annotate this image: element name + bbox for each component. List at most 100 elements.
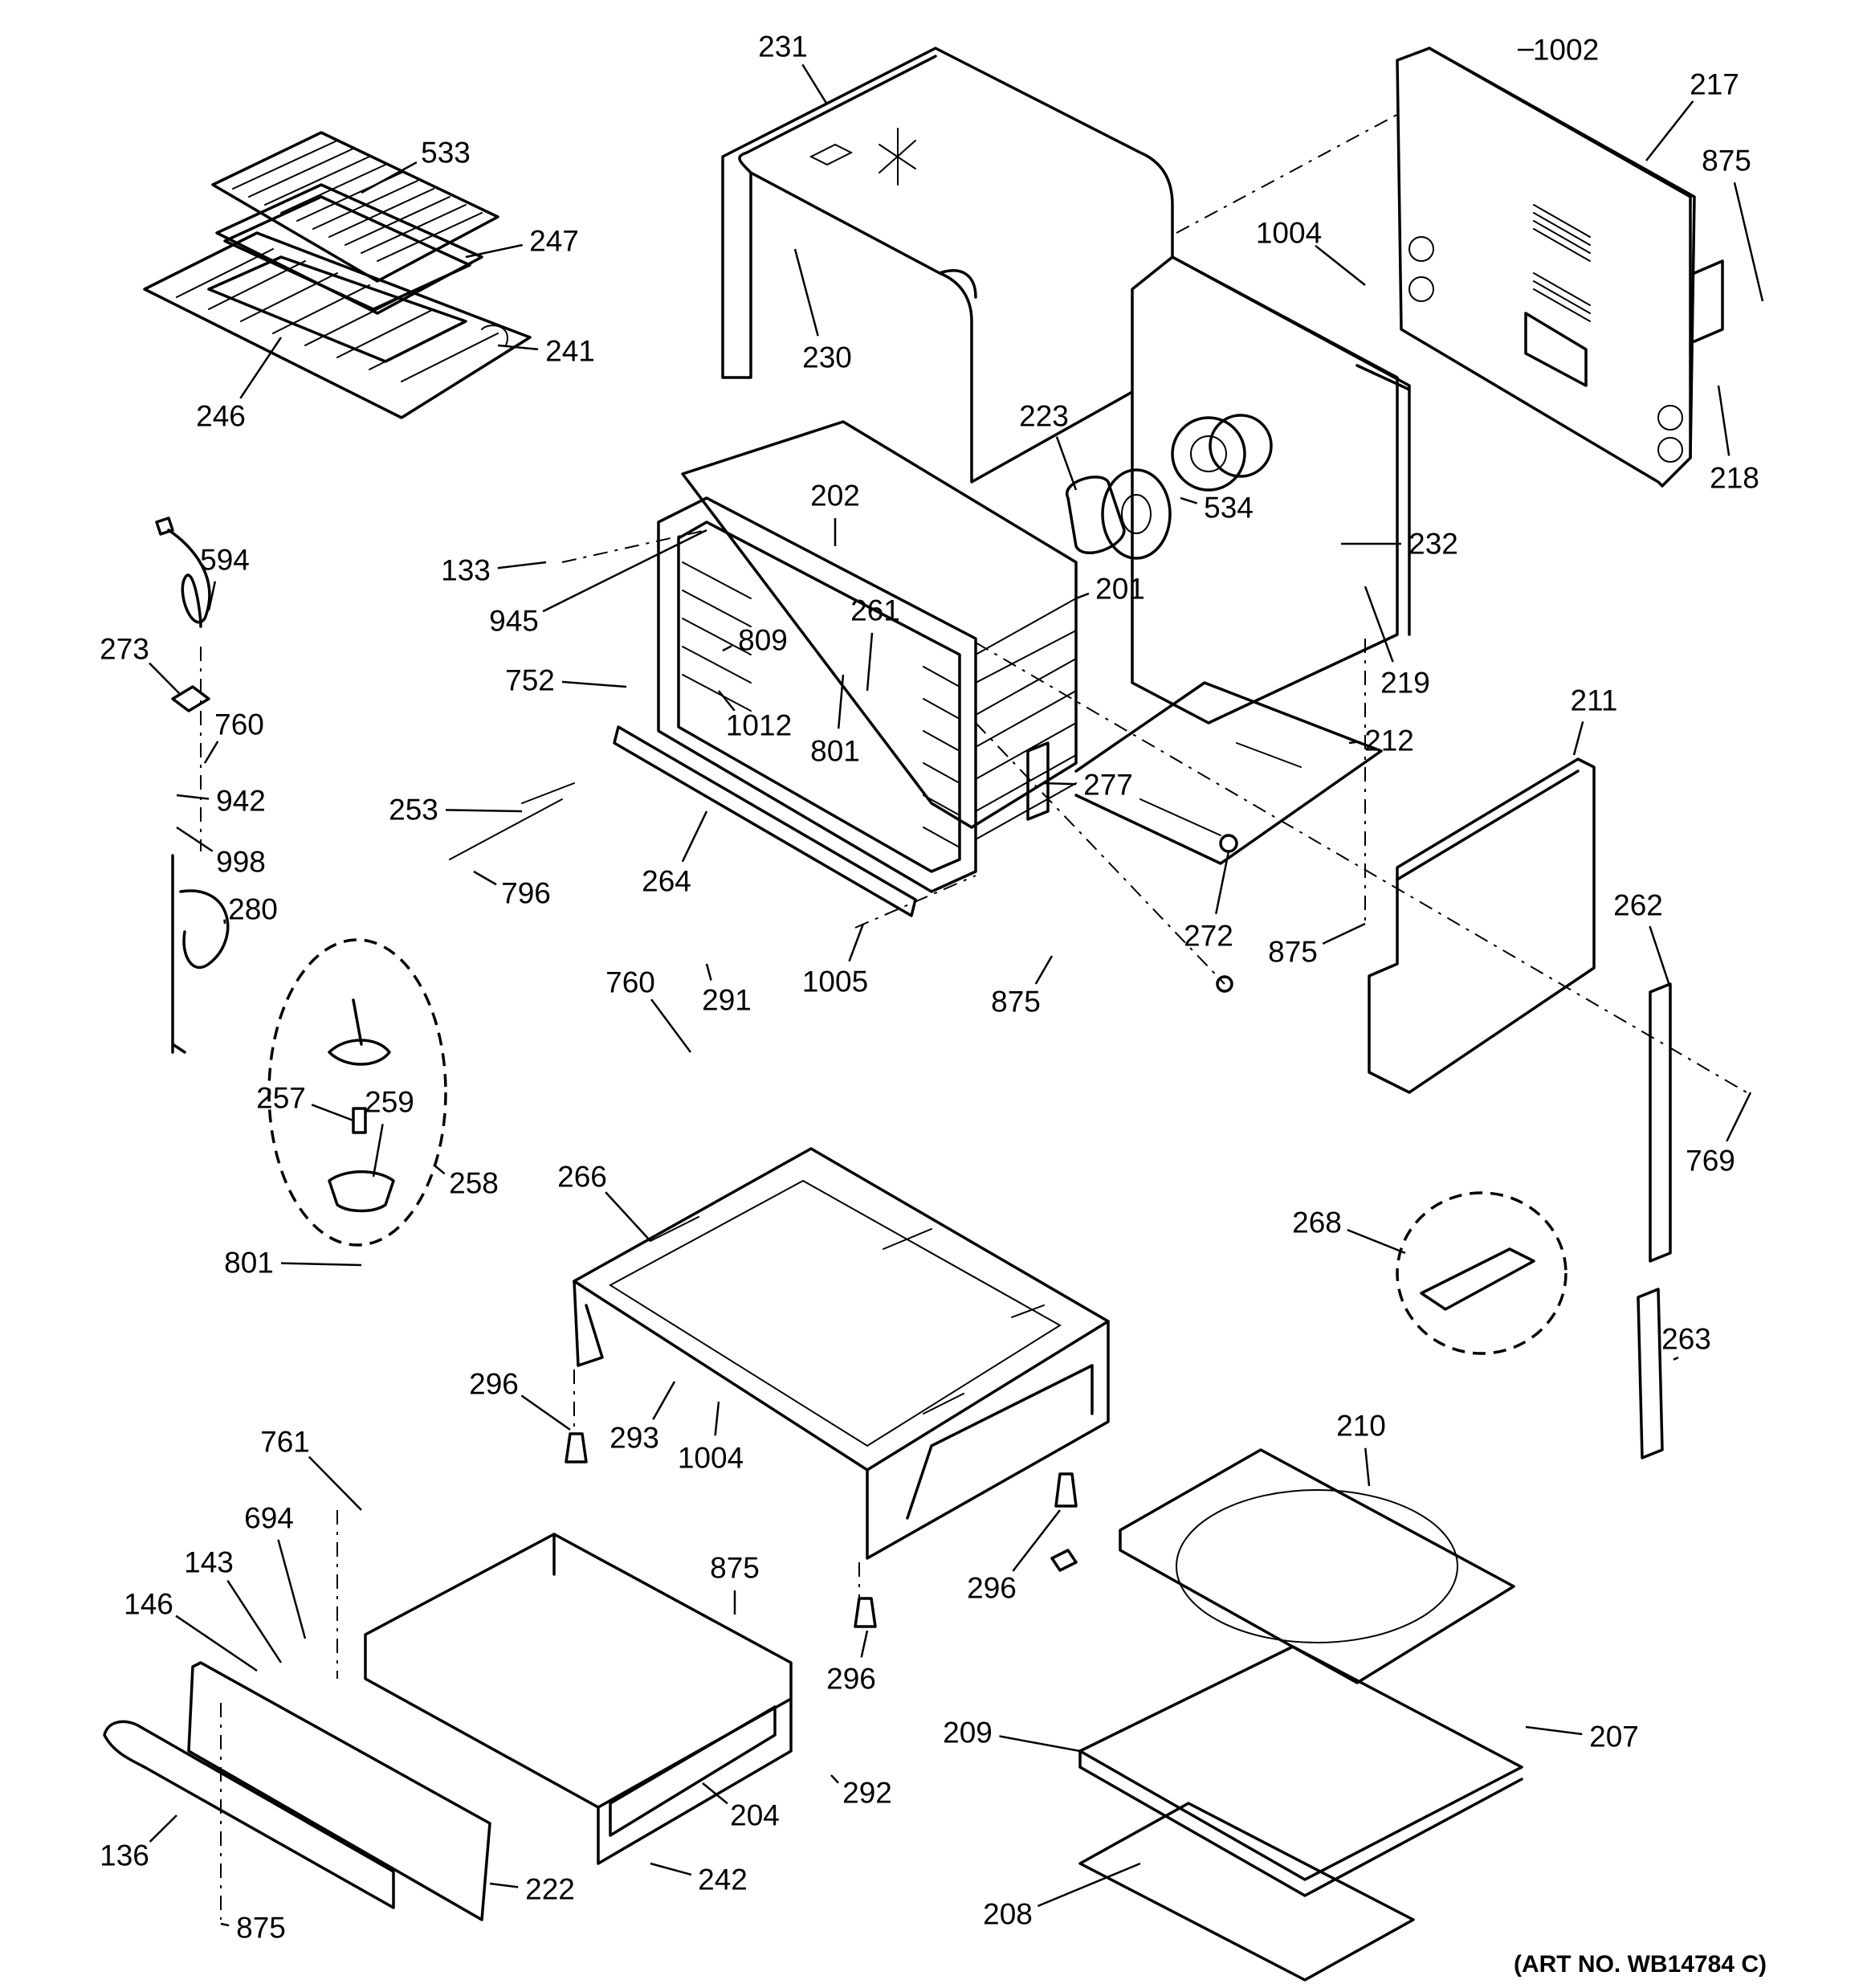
oven-liner [1065, 255, 1411, 725]
leader-line [520, 1394, 571, 1431]
leader-line [705, 963, 712, 981]
drawer-support [573, 1147, 1110, 1560]
callout-246: 246 [196, 337, 283, 433]
leader-line [308, 1455, 362, 1511]
leader-line [220, 1922, 230, 1927]
callout-809: 809 [722, 624, 788, 657]
callout-280: 280 [223, 893, 278, 926]
callout-label: 218 [1710, 462, 1759, 495]
leader-line [465, 243, 523, 259]
callout-label: 752 [505, 664, 555, 697]
callout-label: 272 [1184, 920, 1233, 953]
callout-1004: 1004 [1256, 217, 1366, 286]
temperature-sensor [155, 516, 230, 1054]
leader-line [650, 998, 692, 1053]
callout-232: 232 [1341, 528, 1458, 561]
leader-line [1215, 851, 1230, 915]
leader-line [1055, 436, 1078, 491]
callout-label: 1004 [678, 1442, 744, 1475]
callout-801: 801 [224, 1247, 362, 1280]
leader-line [1717, 385, 1731, 456]
callout-label: 1012 [726, 709, 792, 742]
callout-label: 769 [1686, 1145, 1735, 1178]
callout-label: 875 [1702, 145, 1751, 178]
callout-label: 796 [501, 877, 551, 910]
callout-label: 217 [1690, 68, 1739, 101]
leader-line [311, 1104, 354, 1122]
callout-label: 263 [1661, 1323, 1711, 1356]
callout-210: 210 [1336, 1410, 1386, 1487]
callout-label: 257 [256, 1082, 306, 1115]
callout-label: 146 [124, 1588, 173, 1621]
callout-label: 201 [1095, 573, 1145, 606]
callout-label: 998 [216, 846, 266, 879]
leader-line [1037, 1862, 1141, 1908]
callout-211: 211 [1571, 684, 1618, 756]
callout-label: 211 [1571, 684, 1618, 717]
callout-label: 296 [469, 1368, 519, 1401]
art-number: (ART NO. WB14784 C) [1514, 1951, 1767, 1978]
callout-694: 694 [244, 1502, 307, 1639]
callout-label: 259 [365, 1086, 414, 1119]
callout-label: 761 [260, 1426, 310, 1459]
leader-line [176, 794, 210, 800]
callout-212: 212 [1348, 725, 1414, 757]
callout-277: 277 [1043, 769, 1133, 802]
oven-bottom [1074, 681, 1383, 865]
callout-label: 280 [228, 893, 278, 926]
leader-line [1348, 741, 1358, 745]
leader-line [793, 248, 819, 337]
callout-262: 262 [1613, 889, 1672, 989]
leader-line [1525, 1725, 1583, 1736]
callout-1002: 1002 [1518, 34, 1599, 67]
callout-label: 253 [389, 794, 438, 827]
callout-label: 242 [698, 1863, 748, 1896]
callout-label: 594 [200, 544, 250, 577]
leader-line [497, 561, 547, 569]
callout-label: 875 [710, 1552, 760, 1585]
callout-label: 875 [991, 986, 1041, 1018]
callout-label: 533 [421, 137, 471, 169]
leader-line [542, 529, 707, 613]
storage-drawer [103, 1533, 1078, 1921]
leader-line [1180, 496, 1198, 504]
leader-line [860, 1630, 869, 1658]
leader-line [223, 919, 226, 925]
callout-label: 1005 [802, 965, 868, 998]
callout-143: 143 [184, 1546, 283, 1663]
leader-line [1649, 925, 1672, 989]
bottom-panels [1078, 1448, 1523, 1982]
callout-label: 247 [529, 225, 579, 258]
callout-label: 241 [545, 335, 595, 368]
callout-293: 293 [609, 1381, 676, 1455]
callout-261: 261 [850, 594, 900, 692]
callout-208: 208 [983, 1862, 1141, 1931]
callout-label: 207 [1589, 1721, 1639, 1753]
callout-label: 266 [557, 1161, 607, 1194]
callout-label: 261 [850, 594, 900, 627]
leader-line [722, 644, 732, 652]
callout-label: 694 [244, 1502, 294, 1535]
leader-line [1733, 182, 1764, 302]
leader-line [718, 690, 736, 712]
assembly-lines [200, 112, 1747, 1920]
leader-line [681, 810, 708, 863]
callout-label: 133 [441, 554, 491, 587]
callout-217: 217 [1645, 68, 1739, 161]
callout-label: 202 [810, 480, 860, 512]
callout-label: 875 [236, 1912, 286, 1945]
callout-257: 257 [256, 1082, 354, 1122]
callout-label: 210 [1336, 1410, 1386, 1443]
callout-945: 945 [489, 529, 707, 638]
callout-263: 263 [1661, 1323, 1711, 1361]
callout-label: 230 [802, 341, 852, 374]
callout-label: 223 [1019, 400, 1069, 433]
leader-line [277, 1539, 307, 1639]
leader-line [714, 1401, 720, 1436]
leader-line [176, 826, 214, 852]
callout-296: 296 [469, 1368, 571, 1431]
callout-label: 809 [738, 624, 788, 657]
callout-273: 273 [100, 633, 181, 696]
leader-line [848, 923, 865, 962]
